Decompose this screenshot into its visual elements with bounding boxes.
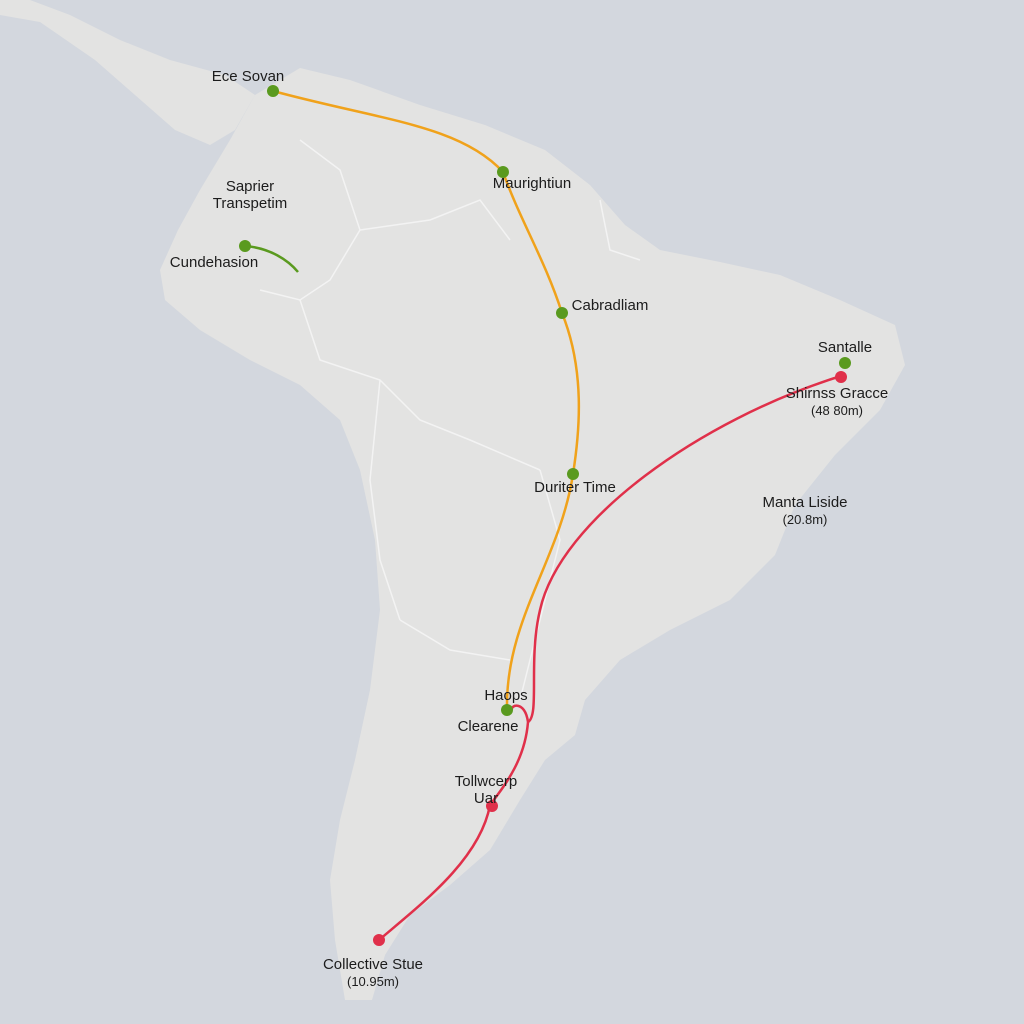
label-ece-sovan: Ece Sovan — [211, 68, 285, 85]
route-nodes — [239, 85, 851, 946]
label-duriter-time: Duriter Time — [534, 479, 616, 496]
node-ece-sovan[interactable] — [267, 85, 279, 97]
label-santalle: Santalle — [817, 339, 873, 356]
central-america-landmass — [0, 0, 255, 145]
node-tollwcerp[interactable] — [486, 800, 498, 812]
route-red — [378, 374, 842, 941]
label-collective-stue: Collective Stue — [322, 956, 424, 973]
label-manta-liside: Manta Liside — [762, 494, 848, 511]
node-santalle[interactable] — [839, 357, 851, 369]
label-shirnss-gracce-value: (48 80m) — [810, 403, 864, 418]
label-manta-liside-value: (20.8m) — [782, 512, 828, 527]
node-collective-stue[interactable] — [373, 934, 385, 946]
label-cundehasion: Cundehasion — [169, 254, 259, 271]
node-haops[interactable] — [501, 704, 513, 716]
label-tollwcerp-line2: Uar — [473, 790, 499, 807]
label-maurightiun: Maurightiun — [492, 175, 572, 192]
label-collective-stue-value: (10.95m) — [346, 974, 400, 989]
node-cundehasion[interactable] — [239, 240, 251, 252]
label-shirnss-gracce: Shirnss Gracce — [785, 385, 889, 402]
label-cabradliam: Cabradliam — [571, 297, 649, 314]
label-saprier-line1: Saprier — [225, 178, 275, 195]
node-maurightiun[interactable] — [497, 166, 509, 178]
node-cabradliam[interactable] — [556, 307, 568, 319]
label-haops: Haops — [484, 687, 528, 704]
south-america-landmass — [160, 68, 905, 1000]
node-duriter-time[interactable] — [567, 468, 579, 480]
label-tollwcerp-line1: Tollwcerp — [454, 773, 518, 790]
label-saprier-line2: Transpetim — [212, 195, 288, 212]
node-shirnss-gracce[interactable] — [835, 371, 847, 383]
route-green — [244, 244, 299, 273]
label-clearene: Clearene — [457, 718, 519, 735]
